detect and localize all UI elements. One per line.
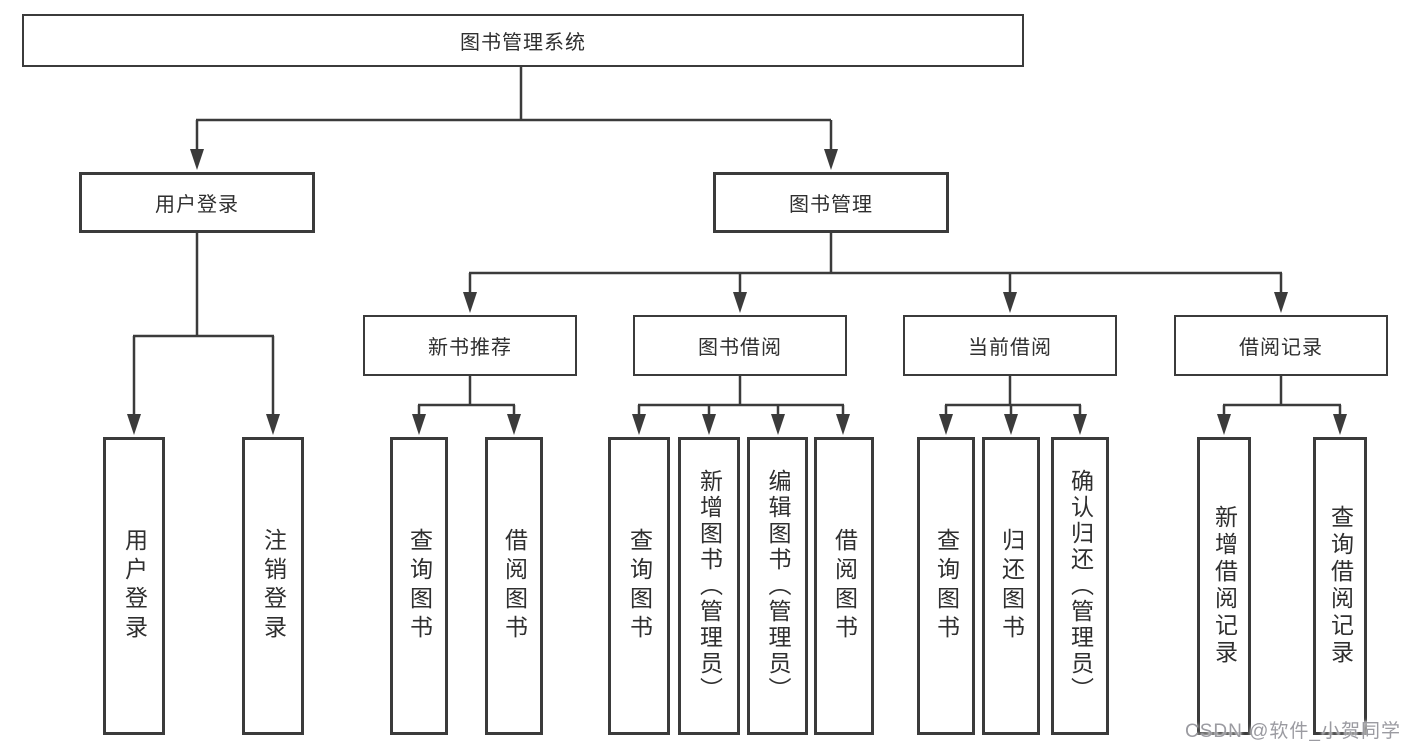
node-label: 图书借阅 — [698, 337, 782, 359]
leaf-user-login: 用户登录 — [103, 437, 165, 735]
node-label: 归还图书 — [998, 528, 1025, 644]
leaf-current-query-books: 查询图书 — [917, 437, 975, 735]
node-label: 用户登录 — [121, 528, 148, 644]
node-book-borrow: 图书借阅 — [633, 315, 847, 376]
node-current-borrow: 当前借阅 — [903, 315, 1117, 376]
node-label: 借阅记录 — [1239, 337, 1323, 359]
leaf-add-books-admin: 新增图书（管理员） — [678, 437, 740, 735]
node-label: 查询图书 — [933, 528, 960, 644]
node-new-book-recommend: 新书推荐 — [363, 315, 577, 376]
node-label: 查询借阅记录 — [1327, 505, 1354, 667]
leaf-borrow-books: 借阅图书 — [814, 437, 874, 735]
leaf-confirm-return-admin: 确认归还（管理员） — [1051, 437, 1109, 735]
csdn-watermark: CSDN @软件_小贺同学 — [1185, 721, 1401, 742]
leaf-borrow-query-books: 查询图书 — [608, 437, 670, 735]
node-label: 新增图书（管理员） — [696, 469, 723, 703]
node-label: 借阅图书 — [501, 528, 528, 644]
arrowheads — [127, 149, 1347, 435]
node-label: 借阅图书 — [831, 528, 858, 644]
node-label: 编辑图书（管理员） — [765, 469, 791, 703]
node-borrow-records: 借阅记录 — [1174, 315, 1388, 376]
node-label: 注销登录 — [260, 528, 287, 644]
node-label: 图书管理 — [789, 194, 873, 216]
leaf-edit-books-admin: 编辑图书（管理员） — [747, 437, 808, 735]
node-label: 新书推荐 — [428, 337, 512, 359]
leaf-query-borrow-record: 查询借阅记录 — [1313, 437, 1367, 735]
node-label: 查询图书 — [626, 528, 653, 644]
node-label: 新增借阅记录 — [1211, 505, 1238, 667]
node-label: 用户登录 — [155, 194, 239, 216]
leaf-return-books: 归还图书 — [982, 437, 1040, 735]
node-user-login: 用户登录 — [79, 172, 315, 233]
node-label: 图书管理系统 — [460, 32, 586, 54]
leaf-add-borrow-record: 新增借阅记录 — [1197, 437, 1251, 735]
leaf-logout: 注销登录 — [242, 437, 304, 735]
node-label: 查询图书 — [406, 528, 433, 644]
leaf-recommend-query-books: 查询图书 — [390, 437, 448, 735]
leaf-recommend-borrow-books: 借阅图书 — [485, 437, 543, 735]
node-label: 确认归还（管理员） — [1067, 469, 1094, 703]
node-label: 当前借阅 — [968, 337, 1052, 359]
node-root-system: 图书管理系统 — [22, 14, 1024, 67]
node-book-management: 图书管理 — [713, 172, 949, 233]
connector-paths — [132, 67, 1342, 418]
